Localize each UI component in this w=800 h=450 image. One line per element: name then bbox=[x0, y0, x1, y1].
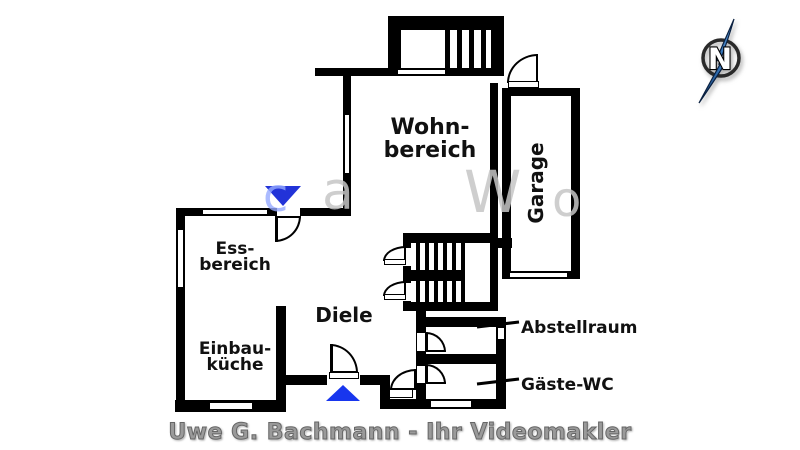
room-label-abstellraum: Abstellraum bbox=[521, 318, 638, 338]
window bbox=[210, 401, 252, 411]
garage-wall-left bbox=[502, 88, 511, 279]
entrance-door-leaf bbox=[329, 372, 359, 379]
compass-letter: N bbox=[708, 42, 732, 76]
window bbox=[431, 399, 471, 409]
ess-wall-left bbox=[176, 208, 185, 412]
abstell-wall-top bbox=[416, 317, 506, 327]
room-label-line: küche bbox=[206, 355, 264, 375]
door-opening bbox=[403, 248, 411, 266]
room-label-gaeste-wc: Gäste-WC bbox=[521, 375, 614, 395]
window bbox=[398, 68, 445, 76]
kueche-diele-divider bbox=[276, 306, 286, 412]
room-label-line: bereich bbox=[199, 255, 271, 275]
entrance-door-arc bbox=[330, 344, 358, 373]
main-entrance-arrow-icon bbox=[326, 385, 360, 401]
terrace-stairs bbox=[438, 30, 491, 72]
compass-ring bbox=[701, 38, 741, 78]
room-label-diele: Diele bbox=[315, 303, 373, 327]
door-leaf bbox=[384, 259, 406, 265]
branding-footer: Uwe G. Bachmann - Ihr Videomakler bbox=[168, 420, 632, 446]
terrace-wall-top bbox=[388, 16, 504, 30]
window bbox=[176, 230, 185, 287]
terrace-door-arc bbox=[275, 216, 301, 242]
stair-wall-top bbox=[403, 233, 496, 243]
stairs-lower-run bbox=[411, 281, 465, 302]
door-leaf bbox=[416, 365, 426, 384]
room-label-line: Einbau- bbox=[198, 339, 272, 359]
abstell-wc-divider bbox=[416, 354, 506, 364]
diele-wall-bottom bbox=[286, 375, 327, 385]
window bbox=[203, 208, 267, 216]
garage-wall-right bbox=[571, 88, 580, 279]
ess-wall-top bbox=[267, 208, 277, 216]
compass-north-icon: N bbox=[698, 18, 741, 104]
room-label-line: Ess- bbox=[215, 239, 255, 259]
room-label-einbaukueche: Einbau- küche bbox=[180, 339, 290, 375]
compass-needle bbox=[698, 18, 735, 104]
door-arc bbox=[426, 332, 446, 352]
room-label-wohnbereich: Wohn- bereich bbox=[350, 116, 510, 162]
door-opening bbox=[403, 283, 411, 301]
porch-door-arc bbox=[390, 369, 416, 390]
room-label-line: Wohn- bbox=[390, 115, 470, 140]
room-label-essbereich: Ess- bereich bbox=[180, 239, 290, 275]
room-label-line: bereich bbox=[383, 138, 477, 163]
terrace-wall-left bbox=[388, 16, 401, 75]
ess-wall-top bbox=[176, 208, 203, 216]
stair-wall-bottom bbox=[403, 302, 498, 311]
ess-wall-top bbox=[300, 208, 351, 216]
stairs-upper-run bbox=[411, 243, 465, 270]
diele-wall-bottom bbox=[360, 375, 390, 385]
door-arc bbox=[426, 364, 446, 384]
room-label-garage: Garage bbox=[524, 142, 548, 224]
stair-landing-divider bbox=[403, 270, 465, 281]
window bbox=[343, 115, 351, 173]
terrace-wall-right bbox=[491, 16, 504, 76]
terrace-entrance-arrow-icon bbox=[265, 186, 301, 206]
door-leaf bbox=[508, 81, 539, 88]
garage-gate bbox=[510, 271, 567, 279]
garage-wall-top bbox=[502, 88, 580, 96]
window bbox=[496, 328, 506, 339]
door-arc bbox=[507, 54, 538, 83]
wohnbereich-wall-right bbox=[490, 83, 498, 311]
wall-stub-garage bbox=[490, 238, 512, 248]
door-leaf bbox=[416, 332, 426, 352]
door-leaf bbox=[384, 294, 406, 300]
porch-wall-left bbox=[380, 375, 390, 409]
porch-step bbox=[389, 389, 413, 398]
